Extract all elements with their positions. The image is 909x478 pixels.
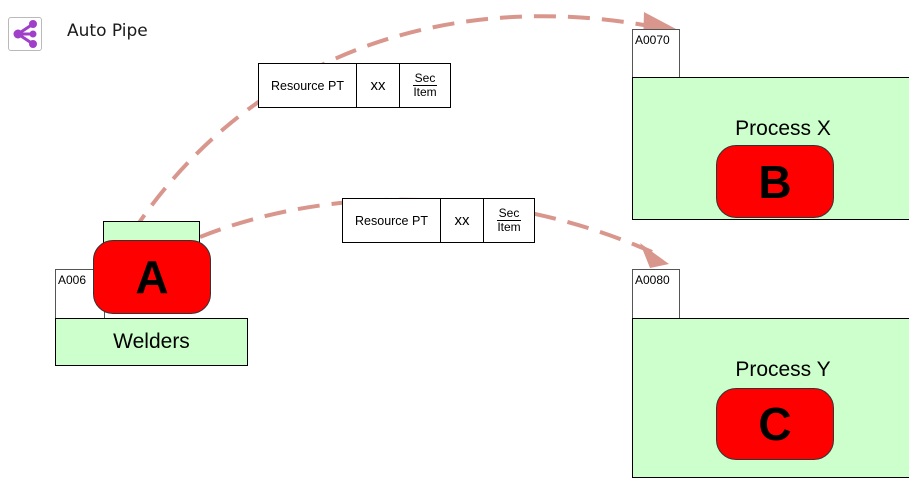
app-title: Auto Pipe bbox=[67, 21, 148, 41]
unit-denominator: Item bbox=[413, 85, 437, 99]
resource-box[interactable]: Resource PT xx Sec Item bbox=[258, 63, 451, 108]
resource-label: Resource PT bbox=[343, 199, 441, 242]
arrowhead-c bbox=[640, 243, 669, 268]
app-icon[interactable] bbox=[8, 17, 42, 51]
share-nodes-icon bbox=[13, 20, 37, 48]
process-tag: A0070 bbox=[632, 29, 680, 78]
process-name: Process Y bbox=[735, 358, 831, 381]
unit-denominator: Item bbox=[497, 220, 521, 234]
process-name: Process X bbox=[735, 117, 831, 140]
resource-box[interactable]: Resource PT xx Sec Item bbox=[342, 198, 535, 243]
unit-numerator: Sec bbox=[412, 71, 438, 86]
resource-label: Resource PT bbox=[259, 64, 357, 107]
unit-numerator: Sec bbox=[496, 206, 522, 221]
process-tag: A0080 bbox=[632, 269, 680, 319]
marker-b[interactable]: B bbox=[716, 145, 834, 218]
marker-a[interactable]: A bbox=[93, 240, 211, 314]
resource-unit: Sec Item bbox=[484, 199, 534, 242]
process-name: Welders bbox=[113, 330, 190, 353]
marker-c[interactable]: C bbox=[716, 388, 834, 460]
resource-unit: Sec Item bbox=[400, 64, 450, 107]
resource-value[interactable]: xx bbox=[357, 64, 400, 107]
resource-value[interactable]: xx bbox=[441, 199, 484, 242]
process-welders[interactable]: Welders bbox=[55, 318, 248, 366]
